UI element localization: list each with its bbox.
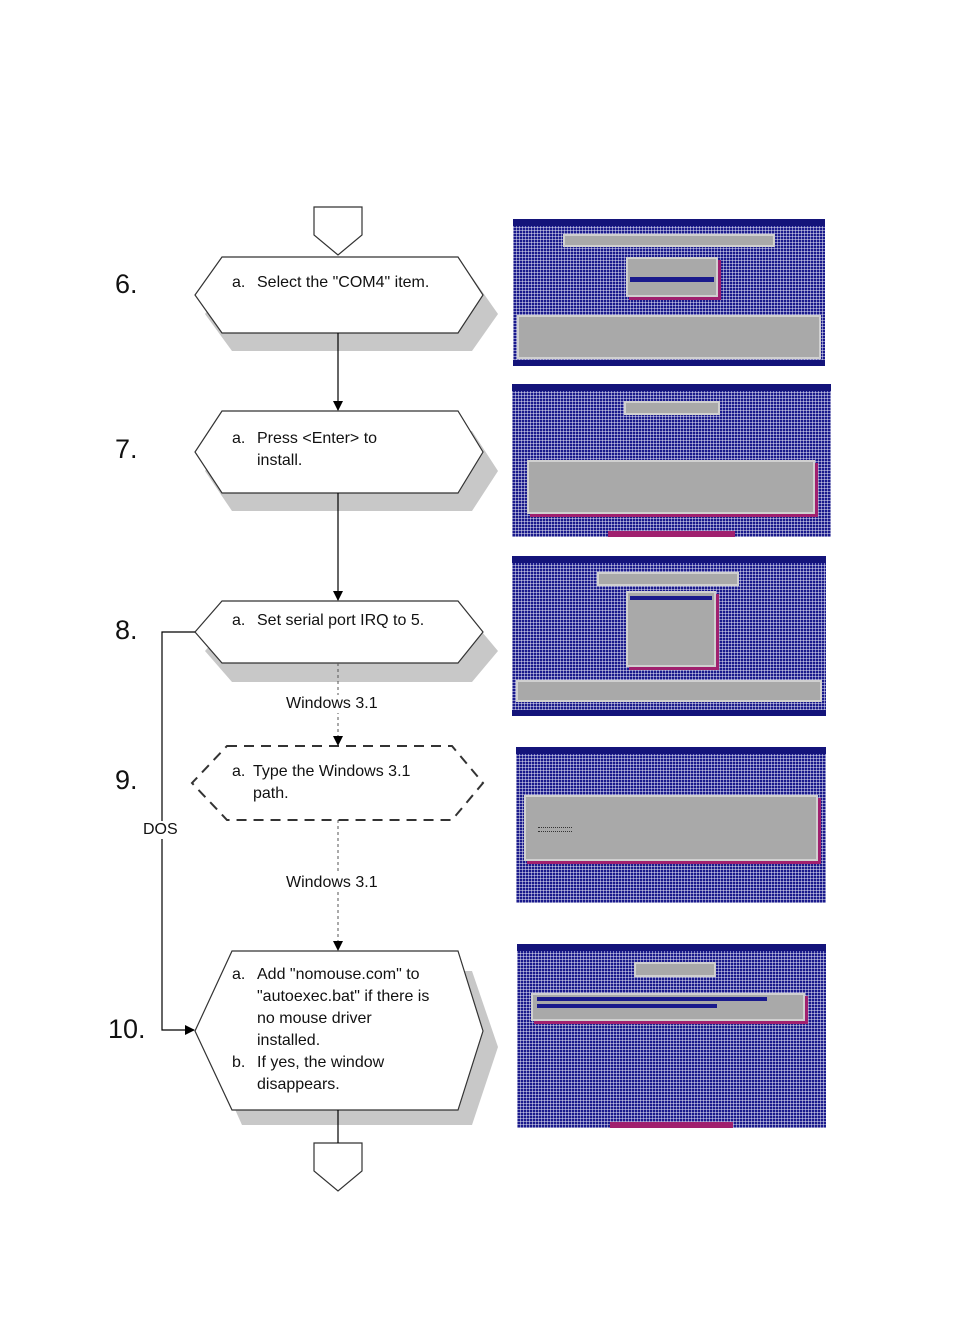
step-7-number: 7. xyxy=(115,434,138,464)
screen-selected-item xyxy=(630,277,714,282)
screenshot-step-9 xyxy=(516,747,826,903)
screen-title-bar xyxy=(512,384,831,391)
step-6-item-a-text: Select the "COM4" item. xyxy=(257,274,430,291)
step-9-item-a-text: Type the Windows 3.1 path. xyxy=(253,763,411,802)
top-connector xyxy=(313,206,363,256)
step-6-text: a. Select the "COM4" item. xyxy=(232,272,437,294)
step-9-item-a-label: a. xyxy=(232,763,246,780)
step-8-item-a-text: Set serial port IRQ to 5. xyxy=(257,612,425,629)
step-7-item-a-text: Press <Enter> to install. xyxy=(257,430,378,469)
screen-title-bar xyxy=(517,944,826,951)
screen-path-field xyxy=(538,827,572,832)
step-10-item-a-text: Add "nomouse.com" to "autoexec.bat" if t… xyxy=(257,966,430,1049)
step-9-shape xyxy=(190,745,485,821)
step-10-number: 10. xyxy=(108,1014,146,1044)
screen-message-box xyxy=(527,460,815,514)
screenshot-step-6 xyxy=(513,219,825,366)
screen-title-bar xyxy=(513,219,825,226)
step-10-item-a-label: a. xyxy=(232,966,246,983)
screen-info-box xyxy=(516,680,822,702)
screen-header-box xyxy=(634,962,716,977)
screen-irq-list xyxy=(626,591,716,667)
screen-message-line xyxy=(537,997,767,1001)
edge-label-windows-8-9: Windows 3.1 xyxy=(284,695,380,713)
screen-status-bar xyxy=(512,710,826,716)
edge-label-dos: DOS xyxy=(141,821,180,839)
screenshot-step-8 xyxy=(512,556,826,716)
step-7-item-a-label: a. xyxy=(232,430,246,447)
step-8-number: 8. xyxy=(115,615,138,645)
screen-header-box xyxy=(597,572,739,586)
screen-header-box xyxy=(624,401,720,415)
step-7-shape xyxy=(194,410,484,494)
screen-title-bar xyxy=(512,556,826,563)
edge-label-windows-9-10: Windows 3.1 xyxy=(284,874,380,892)
step-10-shape xyxy=(194,950,484,1111)
step-7-text: a. Press <Enter> to install. xyxy=(232,428,422,472)
screen-header-box xyxy=(563,234,775,247)
step-9-text: a. Type the Windows 3.1 path. xyxy=(232,761,442,805)
screen-status-bar xyxy=(607,531,736,537)
screenshot-step-10 xyxy=(517,944,826,1128)
screen-status-bar xyxy=(513,360,825,366)
step-6-shape xyxy=(194,256,484,334)
screen-info-box xyxy=(517,315,821,359)
step-8-text: a. Set serial port IRQ to 5. xyxy=(232,610,437,632)
screen-selected-item xyxy=(630,596,712,600)
screen-path-box xyxy=(524,795,818,861)
screen-title-bar xyxy=(516,747,826,754)
bottom-connector xyxy=(313,1142,363,1192)
screen-message-line xyxy=(537,1004,717,1008)
screen-status-bar xyxy=(609,1122,734,1128)
step-10-text: a. Add "nomouse.com" to "autoexec.bat" if… xyxy=(232,964,447,1096)
step-6-number: 6. xyxy=(115,269,138,299)
step-10-item-b-text: If yes, the window disappears. xyxy=(257,1054,385,1093)
step-10-item-b-label: b. xyxy=(232,1054,246,1071)
step-8-item-a-label: a. xyxy=(232,612,246,629)
step-9-number: 9. xyxy=(115,765,138,795)
screenshot-step-7 xyxy=(512,384,831,537)
step-6-item-a-label: a. xyxy=(232,274,246,291)
